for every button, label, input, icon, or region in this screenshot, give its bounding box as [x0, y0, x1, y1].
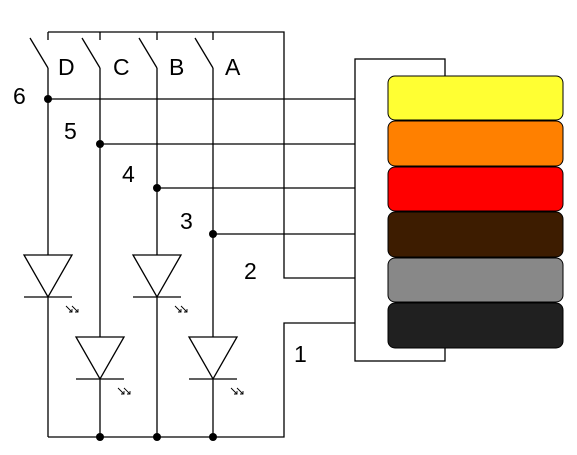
- switch-label-b: B: [169, 54, 184, 80]
- top-bus-wire: [48, 31, 355, 279]
- switch-a: [194, 32, 214, 69]
- junction-dot: [44, 95, 52, 103]
- wire-label-6: 6: [13, 83, 26, 109]
- wire-label-4: 4: [122, 161, 135, 187]
- junction-dot: [153, 433, 161, 441]
- switch-c: [81, 32, 101, 69]
- stripe-orange: [387, 120, 564, 167]
- junction-dot: [209, 230, 217, 238]
- led-a: [187, 336, 244, 395]
- stripe-yellow: [387, 75, 564, 121]
- led-c: [74, 336, 131, 395]
- junction-dot: [209, 433, 217, 441]
- wire-label-1: 1: [294, 341, 307, 367]
- stripe-brown: [387, 211, 564, 258]
- junction-dot: [96, 140, 104, 148]
- stripe-gray: [387, 257, 564, 303]
- junction-dot: [153, 184, 161, 192]
- switch-b: [138, 32, 158, 69]
- junction-dot: [96, 433, 104, 441]
- switch-label-a: A: [225, 54, 241, 80]
- switch-d: [29, 32, 49, 69]
- ribbon-cable: [387, 75, 564, 349]
- wire-label-3: 3: [180, 208, 193, 234]
- switch-label-c: C: [113, 54, 130, 80]
- wire-label-2: 2: [244, 258, 257, 284]
- wire-label-5: 5: [64, 118, 77, 144]
- stripe-black: [387, 302, 564, 349]
- stripe-red: [387, 166, 564, 212]
- led-d: [22, 254, 79, 313]
- bottom-bus-wire: [48, 322, 355, 438]
- switch-label-d: D: [58, 54, 75, 80]
- led-b: [131, 254, 188, 313]
